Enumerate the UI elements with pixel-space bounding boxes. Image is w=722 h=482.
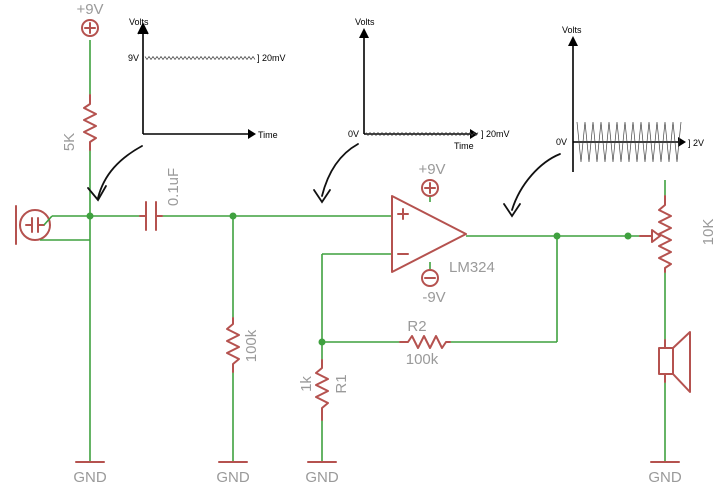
graph1-xlabel: Time — [258, 130, 278, 140]
gnd-label-2: GND — [216, 469, 250, 482]
arrow-to-opamp-input — [321, 143, 359, 197]
graph3-ylabel: Volts — [562, 25, 582, 35]
potentiometer: 10K — [639, 195, 717, 273]
r1-name-label: R1 — [333, 374, 350, 393]
graph-amplified: Volts 0V ] 2V — [556, 25, 704, 172]
opamp: LM324 +9V -9V — [391, 161, 495, 306]
graph2-level: 0V — [348, 129, 359, 139]
graph1-amplitude: 20mV — [262, 53, 286, 63]
arrow-to-bias-node — [97, 145, 143, 199]
graph2-amplitude: 20mV — [486, 129, 510, 139]
junction-dots — [86, 212, 632, 346]
opamp-label: LM324 — [449, 259, 495, 276]
resistor-r1: 1k R1 — [298, 359, 350, 421]
supply-top-9v: +9V — [76, 1, 104, 37]
speaker-symbol — [658, 331, 691, 393]
svg-text:]: ] — [481, 129, 484, 139]
gnd-label-1: GND — [73, 469, 107, 482]
pot-label: 10K — [700, 219, 717, 246]
wires — [52, 40, 666, 462]
graph-dc-offset: Volts Time 9V ] 20mV — [128, 17, 286, 140]
supply-top-label: +9V — [76, 1, 103, 18]
graph1-signal — [144, 55, 256, 61]
r2-value-label: 100k — [406, 351, 439, 368]
graph-zero-centered: Volts Time 0V ] 20mV — [348, 17, 510, 151]
graph1-ylabel: Volts — [129, 17, 149, 27]
bias-resistor-label: 5K — [61, 133, 78, 151]
graph3-amplitude: 2V — [693, 138, 704, 148]
coupling-capacitor: 0.1uF — [139, 168, 182, 231]
svg-text:]: ] — [257, 53, 260, 63]
svg-text:]: ] — [688, 138, 691, 148]
resistor-r2: R2 100k — [399, 318, 451, 368]
graph3-level: 0V — [556, 137, 567, 147]
graph3-signal — [576, 121, 682, 163]
capacitor-label: 0.1uF — [165, 168, 182, 206]
grounds: GND GND GND GND — [73, 461, 682, 482]
input-resistor: 100k — [226, 317, 260, 373]
gnd-label-3: GND — [305, 469, 339, 482]
graph2-ylabel: Volts — [355, 17, 375, 27]
graph1-level: 9V — [128, 53, 139, 63]
microphone-symbol — [15, 205, 90, 245]
graph2-xlabel: Time — [454, 141, 474, 151]
r1-value-label: 1k — [298, 376, 315, 392]
input-resistor-label: 100k — [243, 329, 260, 362]
graph2-signal — [365, 131, 479, 137]
gnd-label-4: GND — [648, 469, 682, 482]
opamp-neg-supply-label: -9V — [422, 289, 445, 306]
opamp-pos-supply-label: +9V — [418, 161, 445, 178]
arrow-to-opamp-output — [511, 153, 561, 211]
annotation-arrows — [87, 143, 561, 218]
r2-name-label: R2 — [407, 318, 426, 335]
bias-resistor: 5K — [61, 94, 97, 151]
